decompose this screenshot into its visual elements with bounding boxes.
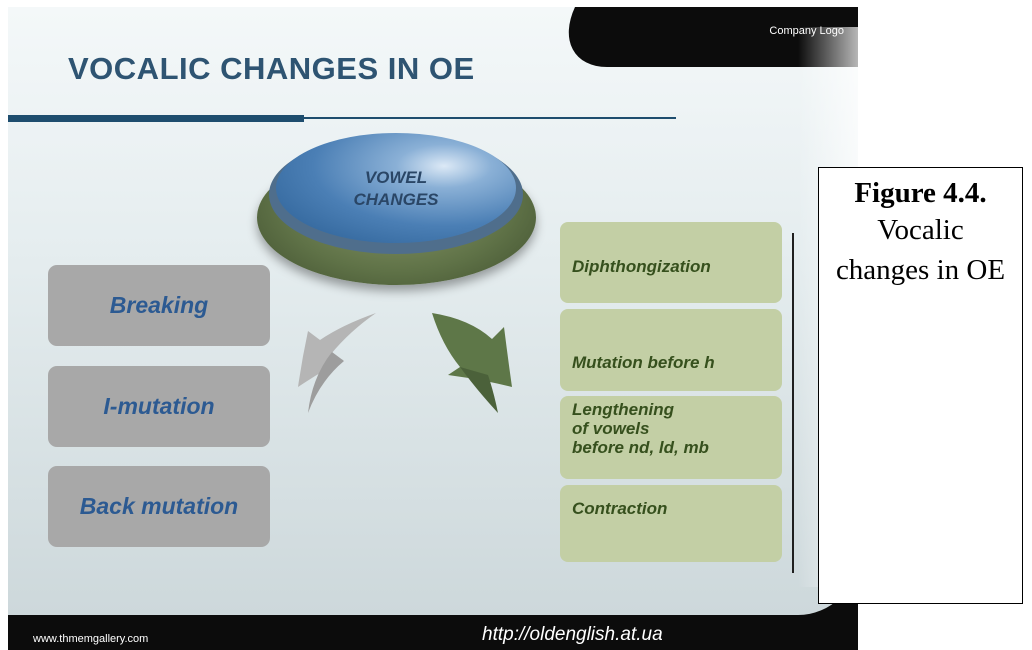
right-arrow-icon: [432, 313, 512, 413]
left-box-breaking: Breaking: [48, 265, 270, 346]
center-button: [276, 133, 516, 243]
title-underline-thin: [304, 117, 676, 119]
right-box-lengthening: Lengthening of vowels before nd, ld, mb: [560, 396, 782, 479]
right-divider: [792, 233, 794, 573]
left-box-i-mutation: I-mutation: [48, 366, 270, 447]
figure-label: Figure 4.4.: [854, 177, 987, 209]
figure-caption: Figure 4.4. Vocalic changes in OE: [818, 167, 1023, 604]
right-box-diphthongization: Diphthongization: [560, 222, 782, 303]
left-box-back-mutation: Back mutation: [48, 466, 270, 547]
title-underline: [8, 115, 304, 122]
center-label: VOWEL CHANGES: [326, 167, 466, 211]
right-box-label: Lengthening of vowels before nd, ld, mb: [572, 400, 709, 457]
company-logo: Company Logo: [769, 25, 844, 37]
right-box-mutation-before-h: Mutation before h: [560, 309, 782, 391]
footer-website: www.thmemgallery.com: [33, 633, 149, 645]
left-arrow-icon: [298, 313, 376, 413]
slide-panel: VOCALIC CHANGES IN OE VOWEL CHANGES Brea…: [8, 7, 858, 615]
figure-caption-text: Vocalic changes in OE: [835, 214, 1006, 286]
right-box-label: Diphthongization: [572, 257, 711, 276]
slide: VOCALIC CHANGES IN OE VOWEL CHANGES Brea…: [8, 7, 858, 650]
right-box-label: Contraction: [572, 499, 668, 518]
right-box-contraction: Contraction: [560, 485, 782, 562]
slide-title: VOCALIC CHANGES IN OE: [68, 51, 475, 86]
footer-url: http://oldenglish.at.ua: [482, 624, 663, 645]
right-box-label: Mutation before h: [572, 353, 715, 372]
center-label-line1: VOWEL: [364, 168, 428, 187]
center-label-line2: CHANGES: [353, 190, 439, 209]
